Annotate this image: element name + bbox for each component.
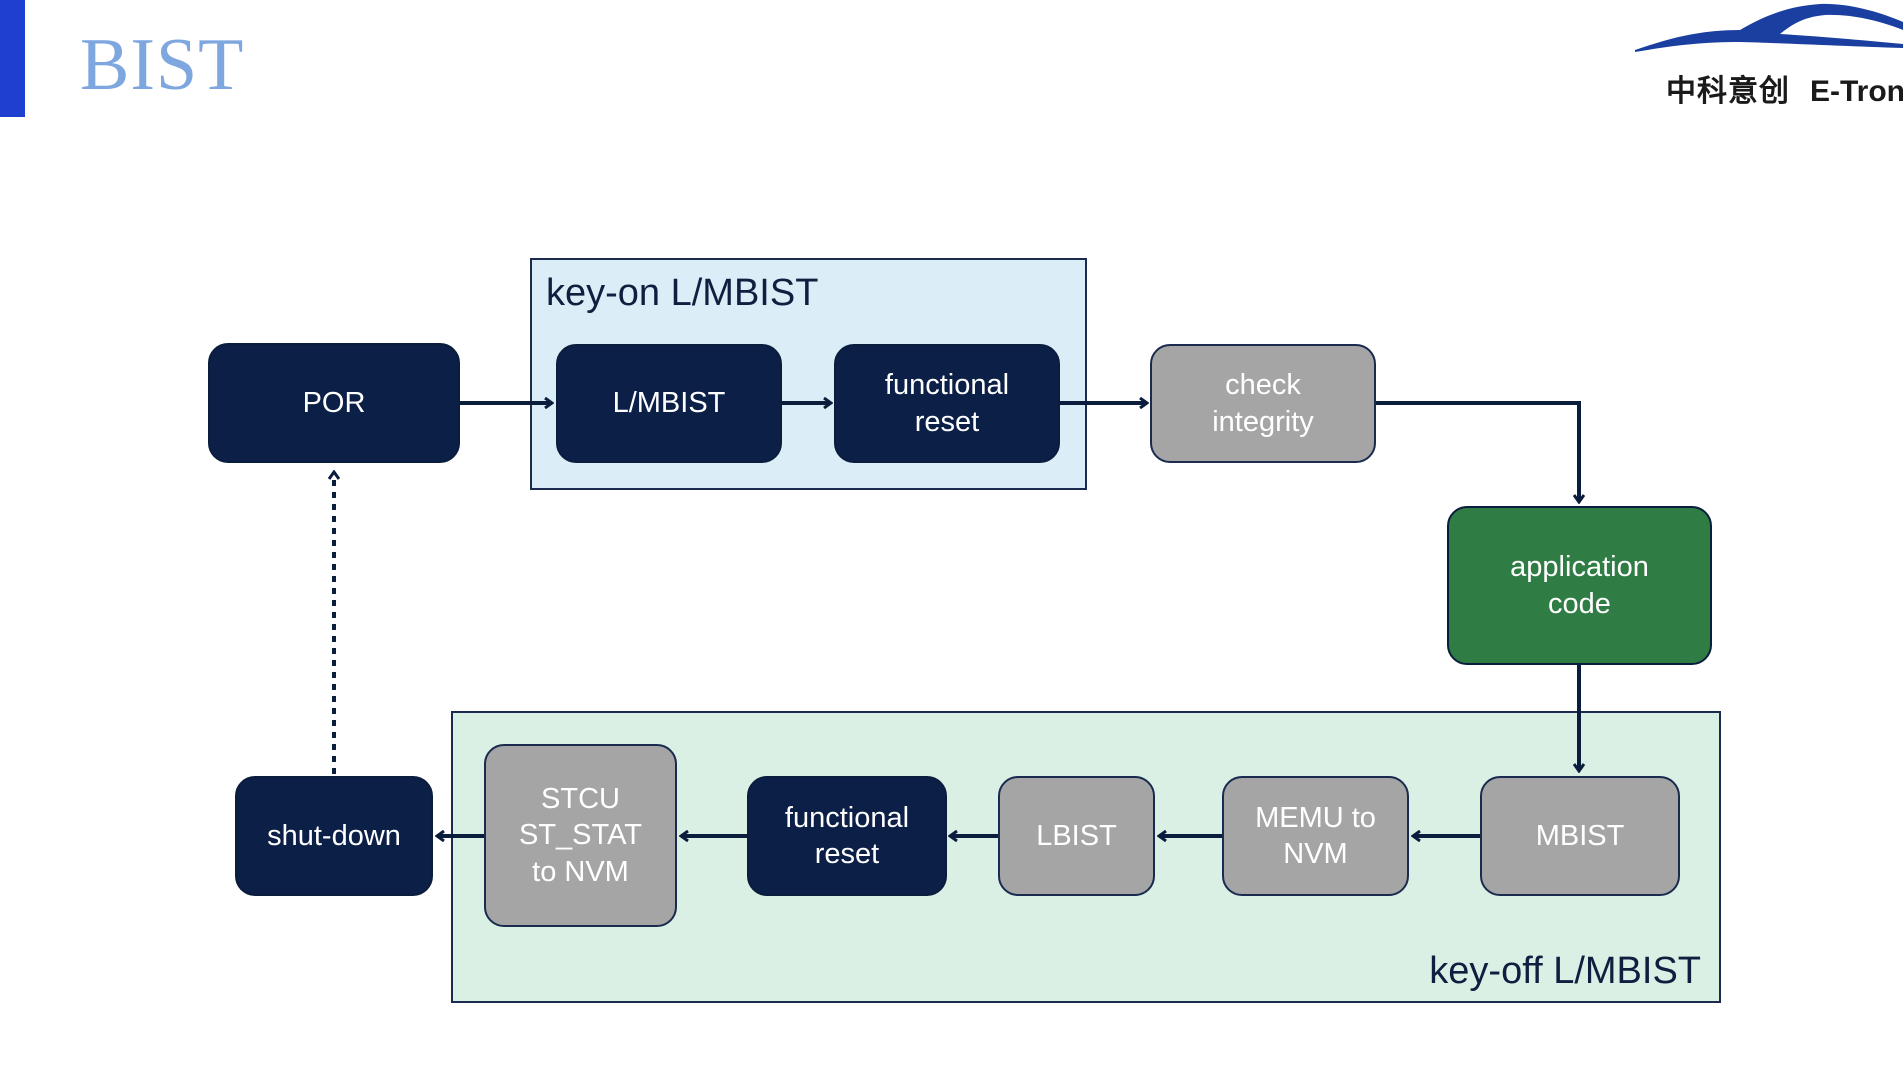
node-lmbist: L/MBIST — [556, 344, 782, 463]
key-off-group-label: key-off L/MBIST — [1429, 950, 1701, 992]
car-silhouette-icon — [1635, 3, 1903, 52]
node-memu-to-nvm: MEMU to NVM — [1222, 776, 1409, 896]
company-name-cn: 中科意创 — [1666, 75, 1790, 108]
key-on-group-label: key-on L/MBIST — [546, 272, 819, 314]
arrow-check-integrity-to-application-code — [1375, 401, 1579, 502]
title-accent-bar — [0, 0, 25, 117]
node-shut-down: shut-down — [235, 776, 433, 896]
slide-title: BIST — [80, 24, 245, 106]
node-check-integrity: check integrity — [1150, 344, 1376, 463]
node-lbist: LBIST — [998, 776, 1155, 896]
company-name-en: E-Tronic — [1810, 75, 1903, 108]
node-mbist: MBIST — [1480, 776, 1680, 896]
node-por: POR — [208, 343, 460, 463]
node-functional-reset-key-on: functional reset — [834, 344, 1060, 463]
node-functional-reset-key-off: functional reset — [747, 776, 947, 896]
node-application-code: application code — [1447, 506, 1712, 665]
node-stcu-st-stat-to-nvm: STCU ST_STAT to NVM — [484, 744, 677, 927]
company-logo-text: 中科意创 E-Tronic — [1666, 66, 1903, 110]
